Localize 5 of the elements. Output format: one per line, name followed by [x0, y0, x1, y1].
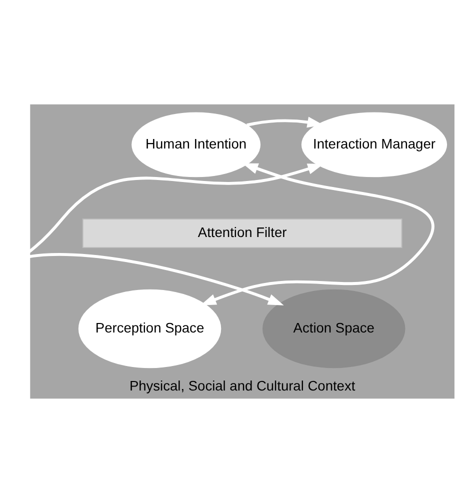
node-ellipse: Action Space	[262, 289, 406, 368]
node-ellipse: Perception Space	[78, 289, 222, 368]
node-ellipse: Interaction Manager	[301, 112, 448, 178]
arrow	[200, 163, 434, 306]
node-box: Attention Filter	[82, 218, 402, 248]
